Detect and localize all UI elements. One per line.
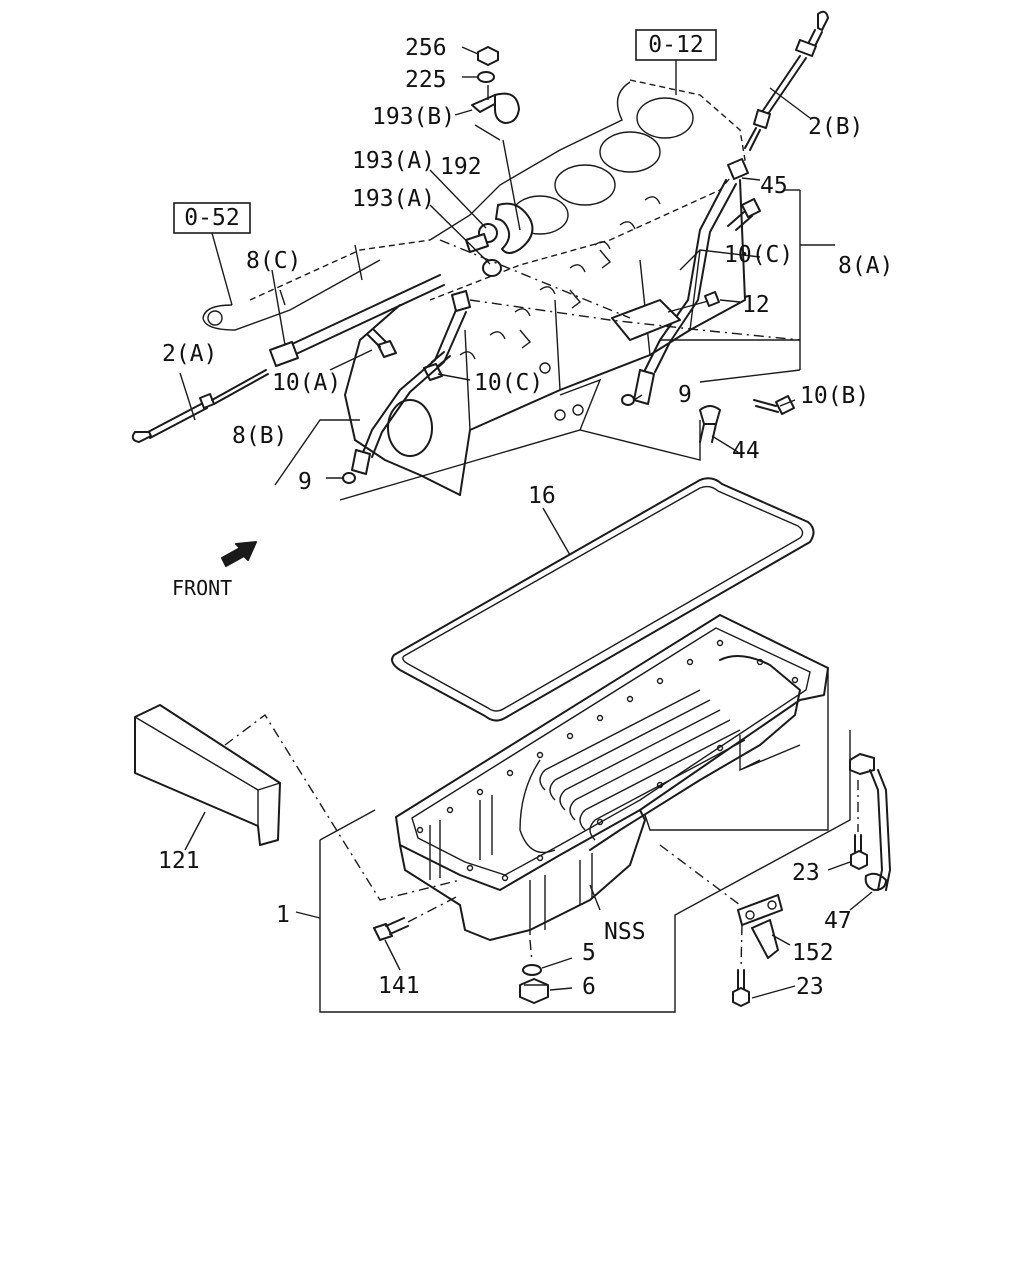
callout-nss[interactable]: NSS <box>604 919 646 945</box>
callout-10c-mid[interactable]: 10(C) <box>474 370 543 396</box>
oil-pan-1[interactable] <box>295 614 851 1013</box>
callout-2a[interactable]: 2(A) <box>162 341 217 367</box>
front-label: FRONT <box>172 576 232 600</box>
callout-141[interactable]: 141 <box>378 973 420 999</box>
callout-193b[interactable]: 193(B) <box>372 104 455 130</box>
callout-9-left[interactable]: 9 <box>298 469 312 495</box>
reference-box-0-52[interactable]: 0-52 <box>173 202 431 331</box>
reference-0-52-label: 0-52 <box>184 205 239 231</box>
nss-leader <box>589 884 601 911</box>
callout-47[interactable]: 47 <box>824 908 852 934</box>
callout-23-top[interactable]: 23 <box>792 860 820 886</box>
callout-225[interactable]: 225 <box>405 67 447 93</box>
callout-2b[interactable]: 2(B) <box>808 114 863 140</box>
reference-box-0-12[interactable]: 0-12 <box>635 29 717 95</box>
callout-1[interactable]: 1 <box>276 902 290 928</box>
bolt-23-bottom[interactable] <box>732 924 796 1007</box>
gasket-16[interactable] <box>391 477 815 722</box>
nut-256[interactable] <box>477 46 499 66</box>
clip-193b[interactable] <box>471 85 520 124</box>
callout-152[interactable]: 152 <box>792 940 834 966</box>
callout-5[interactable]: 5 <box>582 940 596 966</box>
callout-8c[interactable]: 8(C) <box>246 248 301 274</box>
clamp-193a-lower[interactable] <box>482 259 502 277</box>
bolt-141[interactable] <box>373 894 461 971</box>
tube-47[interactable] <box>849 753 891 911</box>
callout-labels: 256 225 193(B) 193(A) 192 193(A) 2(B) 45… <box>158 35 893 1000</box>
plug-44[interactable] <box>699 405 721 443</box>
front-indicator: FRONT <box>172 541 257 600</box>
callout-12[interactable]: 12 <box>742 292 770 318</box>
callout-44[interactable]: 44 <box>732 438 760 464</box>
callout-leaders-upper <box>179 46 835 501</box>
gasket-5[interactable] <box>522 939 573 976</box>
callout-8b[interactable]: 8(B) <box>232 423 287 449</box>
dipstick-2b[interactable] <box>744 10 829 151</box>
guide-tube-8b[interactable] <box>351 290 471 475</box>
callout-8a[interactable]: 8(A) <box>838 253 893 279</box>
guide-tube-8a[interactable] <box>611 158 749 405</box>
callout-6[interactable]: 6 <box>582 974 596 1000</box>
cylinder-block <box>344 79 746 496</box>
drain-plug-6[interactable] <box>519 978 573 1004</box>
bolt-10c-top[interactable] <box>727 198 761 231</box>
o-ring-9-right[interactable] <box>621 394 635 406</box>
callout-192[interactable]: 192 <box>440 154 482 180</box>
bracket-152[interactable] <box>659 844 791 959</box>
callout-45[interactable]: 45 <box>760 173 788 199</box>
front-arrow-icon <box>221 541 257 567</box>
hose-192[interactable] <box>474 124 534 254</box>
callout-193a-upper[interactable]: 193(A) <box>352 148 435 174</box>
callout-16[interactable]: 16 <box>528 483 556 509</box>
baffle-121[interactable] <box>134 704 461 901</box>
callout-10b[interactable]: 10(B) <box>800 383 869 409</box>
callout-10c-top[interactable]: 10(C) <box>724 242 793 268</box>
pan-bolt-holes <box>416 639 799 882</box>
bolt-10b[interactable] <box>753 395 795 415</box>
callout-9-right[interactable]: 9 <box>678 382 692 408</box>
callout-256[interactable]: 256 <box>405 35 447 61</box>
washer-225[interactable] <box>477 71 495 83</box>
bolt-10a[interactable] <box>367 329 397 358</box>
o-ring-9-left[interactable] <box>342 472 356 484</box>
bolt-23-top[interactable] <box>827 780 868 871</box>
callout-193a-lower[interactable]: 193(A) <box>352 186 435 212</box>
callout-121[interactable]: 121 <box>158 848 200 874</box>
callout-23-bottom[interactable]: 23 <box>796 974 824 1000</box>
callout-10a[interactable]: 10(A) <box>272 370 341 396</box>
clamp-193a-upper[interactable] <box>465 223 498 253</box>
dipstick-2a[interactable] <box>131 369 269 443</box>
reference-0-12-label: 0-12 <box>648 32 703 58</box>
